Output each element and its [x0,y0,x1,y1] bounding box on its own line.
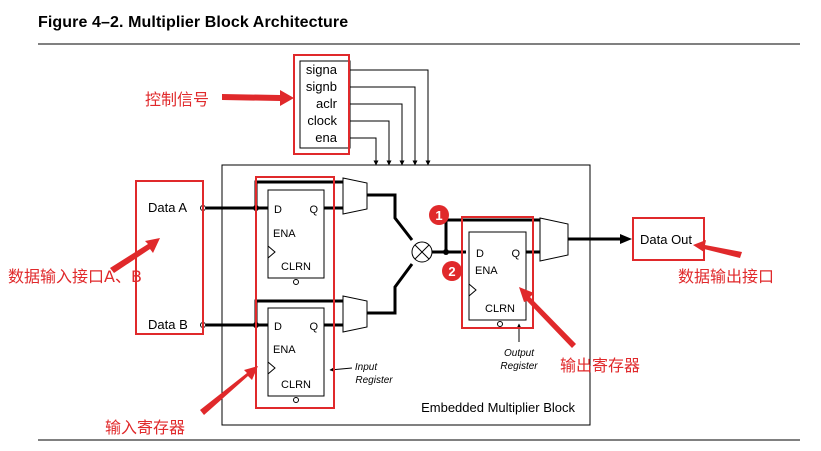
highlight-control-signals [293,54,350,155]
arrow-control [222,90,294,106]
reg-b-clrn: CLRN [281,379,311,391]
data-out-arrow [620,234,632,244]
reg-b-ena: ENA [273,344,296,356]
annotation-arrows [110,90,742,415]
control-signal-box [299,60,351,149]
input-register-b [267,307,325,397]
out-reg-ena: ENA [475,265,498,277]
output-register-caption-line2: Register [500,361,538,372]
annotation-input-reg: 输入寄存器 [105,418,185,437]
reg-a-ena: ENA [273,228,296,240]
data-b-label: Data B [148,317,188,332]
signal-signa: signa [306,62,338,77]
reg-b-d: D [274,321,282,333]
annotation-control: 控制信号 [145,90,209,109]
marker-1 [429,205,449,225]
mux-out [539,217,569,262]
reg-a-q: Q [309,204,318,216]
arrow-output-reg [519,287,576,348]
embedded-multiplier-block [221,164,591,426]
figure-title: Figure 4–2. Multiplier Block Architectur… [38,14,349,31]
signal-clock: clock [307,113,337,128]
out-reg-clock-icon [468,283,477,297]
arrow-data-out [693,240,742,258]
annotation-data-out: 数据输出接口 [678,267,774,286]
control-signal-lines [350,69,431,166]
annotation-data-in: 数据输入接口A、B [8,267,142,286]
input-register-caption-line1: Input [355,362,378,373]
arrow-data-in [110,238,160,273]
highlight-data-out [632,217,705,261]
data-a-label: Data A [148,200,187,215]
marker-2 [442,261,462,281]
reg-b-clock-icon [267,361,276,375]
highlight-input-registers [255,176,335,409]
output-register [468,231,527,321]
signal-aclr: aclr [316,96,338,111]
reg-b-q: Q [309,321,318,333]
reg-a-clrn: CLRN [281,261,311,273]
marker-2-label: 2 [448,264,455,279]
highlight-output-register [461,216,534,329]
reg-a-clock-icon [267,245,276,259]
reg-a-d: D [274,204,282,216]
out-reg-clrn: CLRN [485,303,515,315]
input-register-caption-line2: Register [355,375,393,386]
signal-signb: signb [306,79,337,94]
reg-b-clrn-bubble [293,397,299,403]
output-register-caption-line1: Output [504,348,535,359]
out-reg-q: Q [511,248,520,260]
marker-1-label: 1 [435,208,442,223]
signal-ena: ena [315,130,337,145]
highlight-boxes [135,54,705,409]
block-label: Embedded Multiplier Block [421,400,575,415]
input-register-a [267,189,325,279]
out-reg-clrn-bubble [497,321,503,327]
data-out-label: Data Out [640,232,692,247]
mux-a [342,177,368,215]
junction-out [443,249,449,255]
out-reg-d: D [476,248,484,260]
reg-a-clrn-bubble [293,279,299,285]
arrow-input-reg [200,366,258,415]
annotation-output-reg: 输出寄存器 [560,356,640,375]
mux-b [342,295,368,333]
